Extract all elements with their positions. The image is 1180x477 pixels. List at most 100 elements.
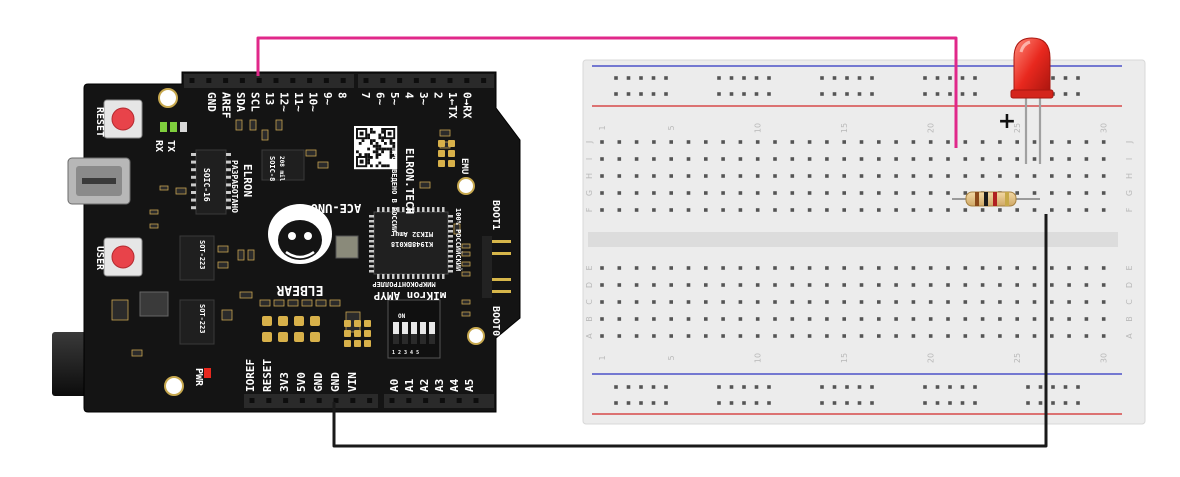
- breadboard-hole: [773, 317, 777, 321]
- breadboard-hole: [686, 334, 691, 338]
- breadboard-hole: [721, 174, 725, 178]
- column-number: 10: [754, 353, 763, 363]
- breadboard-hole: [1067, 300, 1071, 304]
- breadboard-hole: [686, 157, 691, 161]
- rail-hole: [1076, 385, 1080, 389]
- bottom-pin-label: A3: [433, 379, 446, 392]
- top-pin-label: 13: [263, 92, 276, 105]
- breadboard-hole: [1050, 174, 1054, 178]
- rail-hole: [973, 76, 977, 80]
- user-label: USER: [94, 246, 105, 271]
- breadboard-hole: [928, 191, 933, 195]
- row-letter: E: [1125, 265, 1134, 270]
- breadboard-hole: [825, 174, 829, 178]
- breadboard-hole: [1084, 208, 1089, 212]
- breadboard-hole: [928, 266, 933, 270]
- pwr-led-icon: [204, 368, 211, 378]
- rail-hole: [1063, 385, 1068, 389]
- breadboard-hole: [669, 157, 673, 161]
- silk-model: ACE-UNO: [311, 201, 362, 215]
- breadboard-hole: [721, 208, 725, 212]
- top-pin-label: 1←TX: [446, 92, 459, 119]
- ground-wire[interactable]: [332, 214, 1048, 448]
- bottom-pin-label: GND: [329, 372, 342, 392]
- breadboard-hole: [877, 283, 881, 287]
- breadboard-hole: [1067, 140, 1071, 144]
- breadboard-hole: [807, 334, 812, 338]
- breadboard-hole: [600, 266, 604, 270]
- breadboard-hole: [686, 140, 691, 144]
- breadboard-hole: [842, 174, 846, 178]
- header-pin: [389, 398, 395, 403]
- breadboard-hole: [755, 334, 760, 338]
- breadboard-hole: [894, 191, 898, 195]
- breadboard-hole: [998, 334, 1002, 338]
- breadboard-hole: [859, 174, 864, 178]
- breadboard-hole: [755, 208, 760, 212]
- breadboard-hole: [1032, 208, 1037, 212]
- rail-hole: [923, 76, 927, 80]
- mcu-chip: [373, 211, 449, 275]
- row-letter: B: [585, 316, 594, 322]
- rail-hole: [742, 385, 746, 389]
- rail-hole: [1063, 401, 1068, 405]
- breadboard-hole: [790, 283, 795, 287]
- header-pin: [340, 78, 346, 83]
- breadboard-hole: [980, 283, 985, 287]
- breadboard-hole: [825, 334, 829, 338]
- rail-hole: [857, 76, 862, 80]
- rail-hole: [767, 76, 771, 80]
- header-pin: [430, 78, 436, 83]
- breadboard-hole: [1050, 300, 1054, 304]
- bottom-pin-label: A4: [448, 378, 461, 392]
- top-pin-label: SCL: [249, 92, 262, 112]
- chip-text-1: K1948BK018: [391, 240, 433, 248]
- breadboard-hole: [825, 300, 829, 304]
- breadboard-hole: [842, 334, 846, 338]
- red-led[interactable]: [1010, 37, 1054, 164]
- breadboard-hole: [877, 191, 881, 195]
- bottom-pin-label: GND: [312, 372, 325, 392]
- rail-hole: [870, 92, 874, 96]
- breadboard-hole: [1015, 317, 1019, 321]
- breadboard-hole: [652, 266, 656, 270]
- rail-hole: [767, 401, 771, 405]
- breadboard-hole: [911, 157, 916, 161]
- breadboard-hole: [911, 334, 916, 338]
- rail-hole: [845, 92, 849, 96]
- rail-hole: [1038, 385, 1043, 389]
- breadboard-hole: [963, 140, 968, 144]
- rx-led-icon: [160, 122, 167, 132]
- breadboard-hole: [946, 334, 950, 338]
- rail-hole: [832, 76, 837, 80]
- breadboard-hole: [1101, 266, 1106, 270]
- rail-hole: [729, 401, 734, 405]
- resistor[interactable]: [952, 191, 1040, 207]
- breadboard-hole: [825, 140, 829, 144]
- top-pin-label: 8: [336, 92, 349, 99]
- signal-wire-pin13[interactable]: [256, 36, 958, 148]
- bottom-header-left: [244, 394, 378, 408]
- user-button[interactable]: [103, 237, 143, 277]
- top-pin-label: 11~: [292, 92, 305, 112]
- rail-hole: [1076, 76, 1080, 80]
- rail-hole: [960, 385, 965, 389]
- rail-hole: [1076, 401, 1080, 405]
- rail-hole: [626, 92, 631, 96]
- rail-hole: [754, 401, 759, 405]
- breadboard-hole: [963, 191, 968, 195]
- breadboard-hole: [773, 157, 777, 161]
- reset-button[interactable]: [103, 99, 143, 139]
- breadboard-hole: [755, 157, 760, 161]
- mounting-hole: [164, 376, 184, 396]
- rail-hole: [857, 401, 862, 405]
- breadboard-hole: [807, 174, 812, 178]
- column-number: 25: [1013, 353, 1022, 363]
- breadboard-hole: [634, 208, 639, 212]
- breadboard-hole: [738, 334, 743, 338]
- breadboard-hole: [617, 300, 622, 304]
- row-letter: C: [585, 299, 594, 305]
- breadboard-hole: [600, 300, 604, 304]
